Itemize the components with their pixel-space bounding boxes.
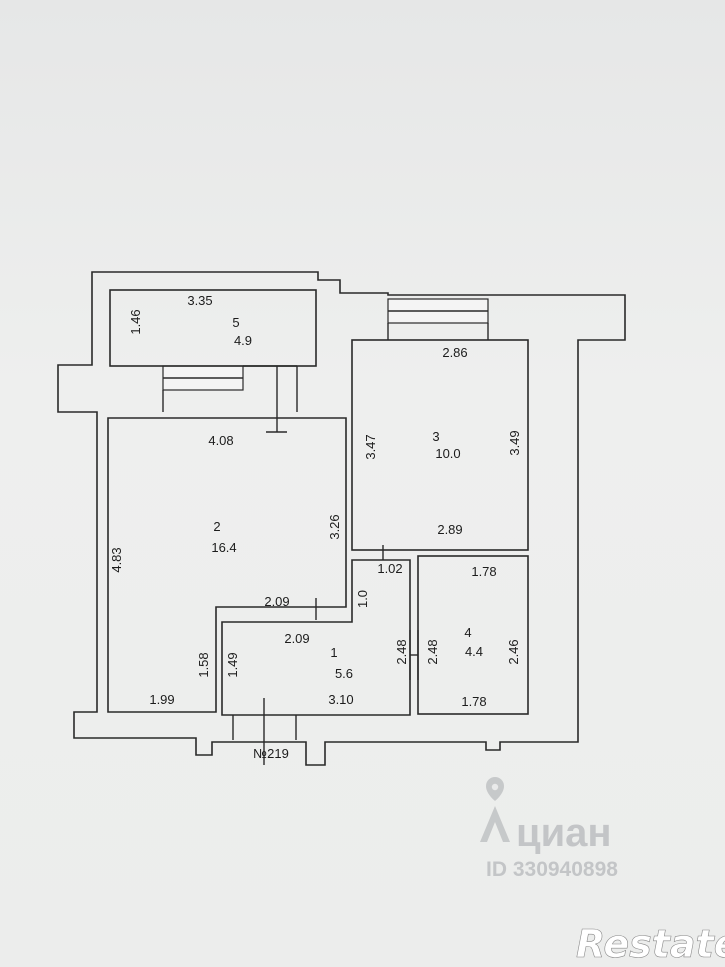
dim-r1-right: 2.48 bbox=[394, 639, 409, 664]
outer-walls bbox=[57, 271, 626, 766]
dim-corridor-top: 1.02 bbox=[377, 561, 402, 576]
room-5-outline bbox=[109, 289, 317, 367]
room-3-area: 10.0 bbox=[435, 446, 460, 461]
dim-r2-top: 4.08 bbox=[208, 433, 233, 448]
room-2-outline bbox=[107, 417, 347, 713]
cian-logo-text: циан bbox=[516, 811, 612, 855]
room-5-area: 4.9 bbox=[234, 333, 252, 348]
dim-r3-bottom: 2.89 bbox=[437, 522, 462, 537]
dim-r1-bottom: 3.10 bbox=[328, 692, 353, 707]
location-pin-icon bbox=[480, 777, 510, 842]
room-5-number: 5 bbox=[232, 315, 239, 330]
room-2-area: 16.4 bbox=[211, 540, 236, 555]
room-3-outline bbox=[351, 339, 529, 551]
dim-r3-right: 3.49 bbox=[507, 430, 522, 455]
window-balcony bbox=[162, 365, 298, 412]
dim-r5-width: 3.35 bbox=[187, 293, 212, 308]
dim-r4-right: 2.46 bbox=[506, 639, 521, 664]
dim-r4-left: 2.48 bbox=[425, 639, 440, 664]
dim-r4-bottom: 1.78 bbox=[461, 694, 486, 709]
restate-logo: Restate bbox=[576, 922, 725, 967]
restate-logo-text: Restate bbox=[576, 922, 725, 966]
room-4-number: 4 bbox=[464, 625, 471, 640]
dim-r2-step: 1.58 bbox=[196, 652, 211, 677]
dim-r1-left: 1.49 bbox=[225, 652, 240, 677]
room-2-number: 2 bbox=[213, 519, 220, 534]
room-4-outline bbox=[417, 555, 529, 715]
dim-r2-inner-top: 2.09 bbox=[264, 594, 289, 609]
dim-r2-bottom: 1.99 bbox=[149, 692, 174, 707]
cian-id-text: ID 330940898 bbox=[486, 858, 618, 881]
apartment-number: №219 bbox=[253, 746, 289, 761]
room-1-area: 5.6 bbox=[335, 666, 353, 681]
dim-r2-left: 4.83 bbox=[109, 547, 124, 572]
dim-r3-left: 3.47 bbox=[363, 434, 378, 459]
room-1-outline bbox=[221, 559, 411, 716]
room-4-area: 4.4 bbox=[465, 644, 483, 659]
partitions bbox=[232, 366, 419, 765]
dim-r1-niche: 1.0 bbox=[355, 590, 370, 608]
room-3-number: 3 bbox=[432, 429, 439, 444]
dim-r3-top: 2.86 bbox=[442, 345, 467, 360]
dim-r5-height: 1.46 bbox=[128, 309, 143, 334]
window-room-3 bbox=[387, 298, 489, 340]
cian-watermark: циан ID 330940898 bbox=[480, 777, 618, 881]
dim-r1-top: 2.09 bbox=[284, 631, 309, 646]
room-1-number: 1 bbox=[330, 645, 337, 660]
dim-r4-top: 1.78 bbox=[471, 564, 496, 579]
dim-r2-right: 3.26 bbox=[327, 514, 342, 539]
